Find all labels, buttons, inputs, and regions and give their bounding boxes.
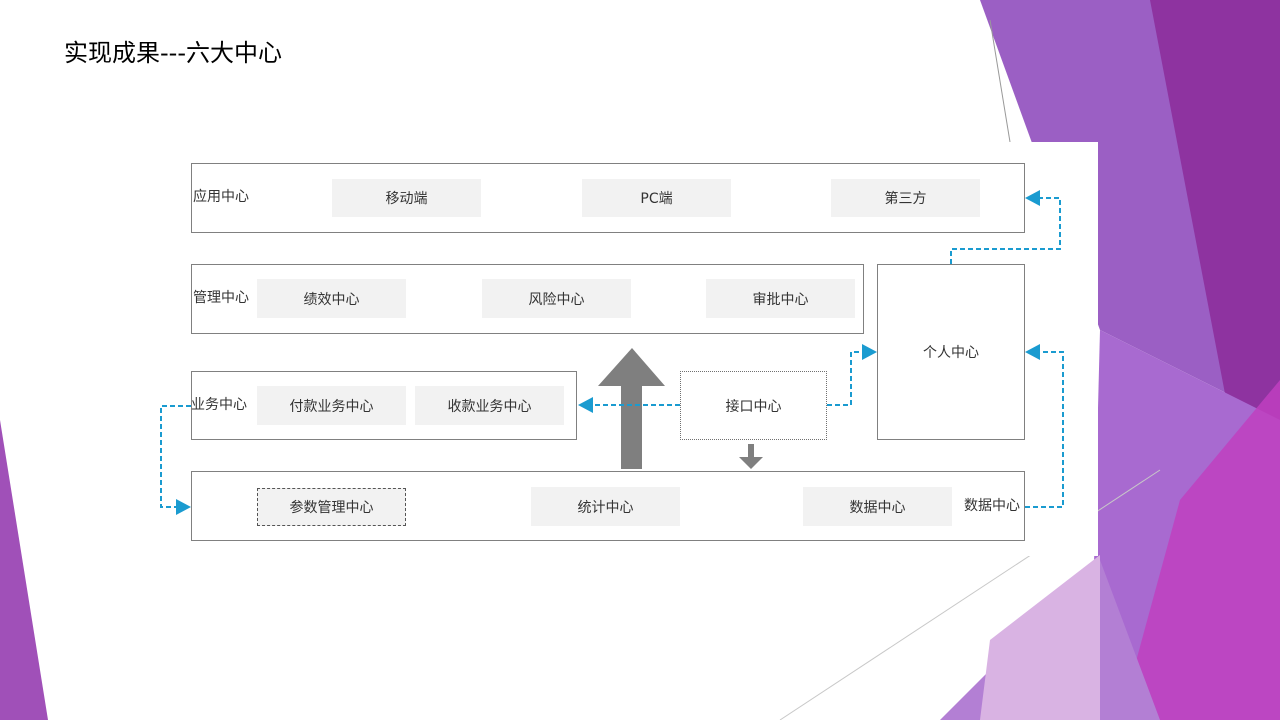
data-item-data: 数据中心 xyxy=(803,487,952,526)
personal-center-label: 个人中心 xyxy=(923,345,979,361)
deco-facet xyxy=(980,555,1100,720)
biz-item-payment: 付款业务中心 xyxy=(257,386,406,425)
deco-facet xyxy=(0,420,48,720)
deco-line xyxy=(989,19,1011,143)
app-item-pc: PC端 xyxy=(582,179,731,217)
data-layer-label: 数据中心 xyxy=(964,498,1020,514)
mgmt-item-performance: 绩效中心 xyxy=(257,279,406,318)
interface-center-label: 接口中心 xyxy=(725,398,782,415)
slide-title: 实现成果---六大中心 xyxy=(64,39,282,67)
business-layer-label: 业务中心 xyxy=(191,397,247,413)
interface-center-box xyxy=(680,371,827,440)
personal-center-box xyxy=(877,264,1025,440)
app-item-mobile: 移动端 xyxy=(332,179,481,217)
management-layer-label: 管理中心 xyxy=(193,290,249,306)
data-item-parameter: 参数管理中心 xyxy=(257,488,406,526)
data-item-statistics: 统计中心 xyxy=(531,487,680,526)
application-layer-label: 应用中心 xyxy=(193,189,249,205)
mgmt-item-risk: 风险中心 xyxy=(482,279,631,318)
biz-item-receipt: 收款业务中心 xyxy=(415,386,564,425)
deco-facet xyxy=(1120,380,1280,720)
app-item-third-party: 第三方 xyxy=(831,179,980,217)
mgmt-item-approval: 审批中心 xyxy=(706,279,855,318)
